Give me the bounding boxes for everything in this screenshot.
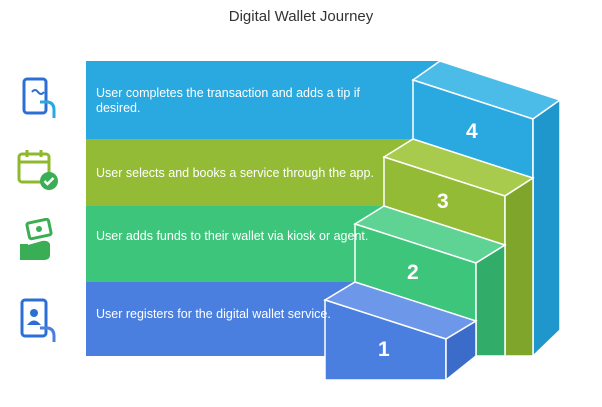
step-2-number: 2 — [407, 261, 419, 284]
step-1-text: User registers for the digital wallet se… — [96, 307, 331, 321]
step-3-number: 3 — [437, 190, 449, 213]
diagram-title: Digital Wallet Journey — [228, 8, 374, 25]
step-3-side — [504, 176, 534, 357]
step-3-text: User selects and books a service through… — [96, 166, 374, 180]
step-1 — [86, 281, 478, 382]
step-1-number: 1 — [378, 338, 390, 361]
calendar-check-icon — [17, 150, 58, 190]
step-2-side — [475, 243, 506, 357]
step-1-side — [445, 319, 477, 382]
step-4-text: User completes the transaction and adds … — [96, 86, 361, 115]
phone-payment-icon — [22, 77, 56, 118]
step-4-side — [532, 98, 561, 358]
step-4-number: 4 — [466, 120, 478, 143]
phone-user-icon — [20, 298, 56, 342]
step-2-text: User adds funds to their wallet via kios… — [96, 229, 369, 243]
hand-cash-icon — [20, 218, 53, 260]
